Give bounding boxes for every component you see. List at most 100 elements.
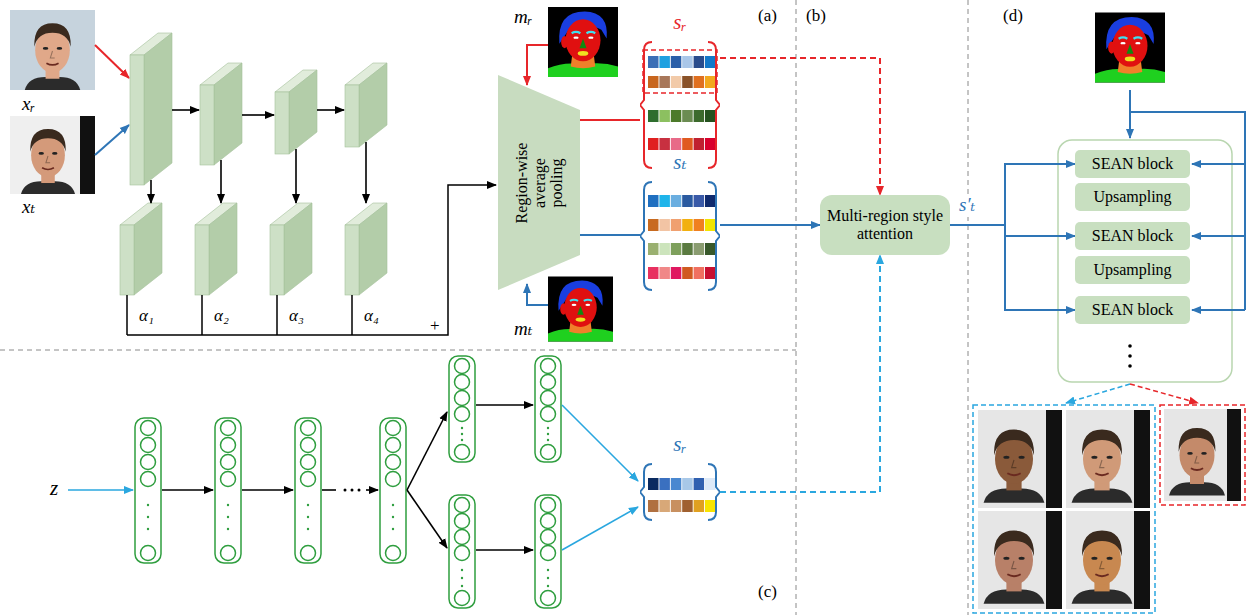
bracket-shape — [640, 462, 720, 522]
block-front — [120, 225, 134, 295]
arrow — [162, 489, 213, 491]
connector — [720, 58, 880, 195]
style-cell — [682, 478, 693, 490]
output-frame — [1160, 405, 1245, 505]
connector — [720, 224, 820, 226]
skip-line — [126, 295, 128, 335]
style-cell — [648, 195, 659, 207]
style-cell — [705, 110, 716, 122]
style-cell — [671, 110, 682, 122]
mask-arrow — [527, 284, 548, 305]
neuron-dots — [547, 577, 549, 579]
pooling-module: Region-wise average pooling — [498, 75, 580, 290]
style-cell — [659, 478, 670, 490]
style-cell — [648, 243, 659, 255]
upsampling-block: Upsampling — [1075, 256, 1190, 284]
neuron-dots — [547, 433, 549, 435]
style-cell — [671, 195, 682, 207]
style-cell — [694, 478, 705, 490]
arrow — [562, 507, 638, 550]
mapping-network — [68, 356, 638, 608]
arrow — [476, 404, 533, 406]
variable-label: α₂ — [214, 306, 229, 326]
variable-label: mₜ — [514, 318, 532, 341]
style-cell — [682, 219, 693, 231]
arrow — [407, 490, 447, 548]
sean-block: SEAN block — [1075, 150, 1190, 178]
generator-frame — [1058, 140, 1232, 382]
attention-box: Multi-region style attention — [820, 195, 950, 255]
neuron-dots — [227, 516, 229, 518]
variable-label: + — [430, 316, 440, 336]
neuron-dots — [461, 439, 463, 441]
neuron — [455, 514, 470, 529]
upsampling-block: Upsampling — [1075, 183, 1190, 211]
style-cell — [705, 243, 716, 255]
style-cell — [671, 500, 682, 512]
style-cell — [648, 76, 659, 88]
ellipsis-dot — [344, 489, 347, 492]
style-cell — [705, 219, 716, 231]
style-cell — [648, 267, 659, 279]
style-cell — [705, 76, 716, 88]
panel-label: (d) — [1003, 6, 1023, 26]
arrow — [172, 109, 199, 111]
bracket — [708, 42, 720, 168]
bracket — [640, 182, 652, 290]
neuron — [221, 546, 236, 561]
arrow — [220, 160, 222, 203]
style-cell — [682, 500, 693, 512]
sum-line — [127, 185, 496, 335]
neuron-dots — [147, 504, 149, 506]
neuron — [541, 407, 556, 422]
arrow — [365, 142, 367, 203]
neuron-dots — [547, 427, 549, 429]
input-photos — [10, 10, 95, 194]
block-side — [284, 203, 312, 295]
code-label: sᵣ — [640, 10, 720, 35]
layer-column — [449, 495, 475, 608]
box-label: Upsampling — [1093, 261, 1171, 279]
neuron — [386, 421, 401, 436]
neuron — [455, 407, 470, 422]
style-cell — [659, 138, 670, 150]
style-cell — [705, 478, 716, 490]
style-cell — [659, 219, 670, 231]
neuron — [541, 375, 556, 390]
block-front — [130, 55, 144, 185]
box-label: SEAN block — [1092, 155, 1173, 173]
neuron-dots — [307, 516, 309, 518]
neuron — [386, 472, 401, 487]
panel-label: (c) — [758, 582, 777, 602]
neuron-dots — [147, 528, 149, 530]
neuron-dots — [392, 516, 394, 518]
style-cell — [682, 76, 693, 88]
style-cell — [705, 138, 716, 150]
style-cell — [694, 138, 705, 150]
box-label: Upsampling — [1093, 188, 1171, 206]
masks — [548, 7, 1165, 342]
bracket — [708, 182, 720, 290]
neuron — [541, 546, 556, 561]
skip-line — [276, 295, 278, 335]
style-cell — [648, 478, 659, 490]
style-cell — [648, 110, 659, 122]
neuron — [301, 455, 316, 470]
arrow — [242, 489, 293, 491]
sean-block: SEAN block — [1075, 296, 1190, 324]
connector — [720, 255, 880, 492]
neuron-dots — [461, 577, 463, 579]
style-cell — [659, 267, 670, 279]
style-cell — [671, 267, 682, 279]
output-frame — [973, 405, 1155, 613]
neuron-dots — [227, 504, 229, 506]
neuron — [541, 530, 556, 545]
style-cell — [705, 500, 716, 512]
skip-line — [351, 295, 353, 335]
style-cell — [659, 56, 670, 68]
neuron — [455, 498, 470, 513]
trapezoid — [498, 75, 580, 290]
panel-label: (b) — [806, 6, 826, 26]
neuron — [386, 546, 401, 561]
